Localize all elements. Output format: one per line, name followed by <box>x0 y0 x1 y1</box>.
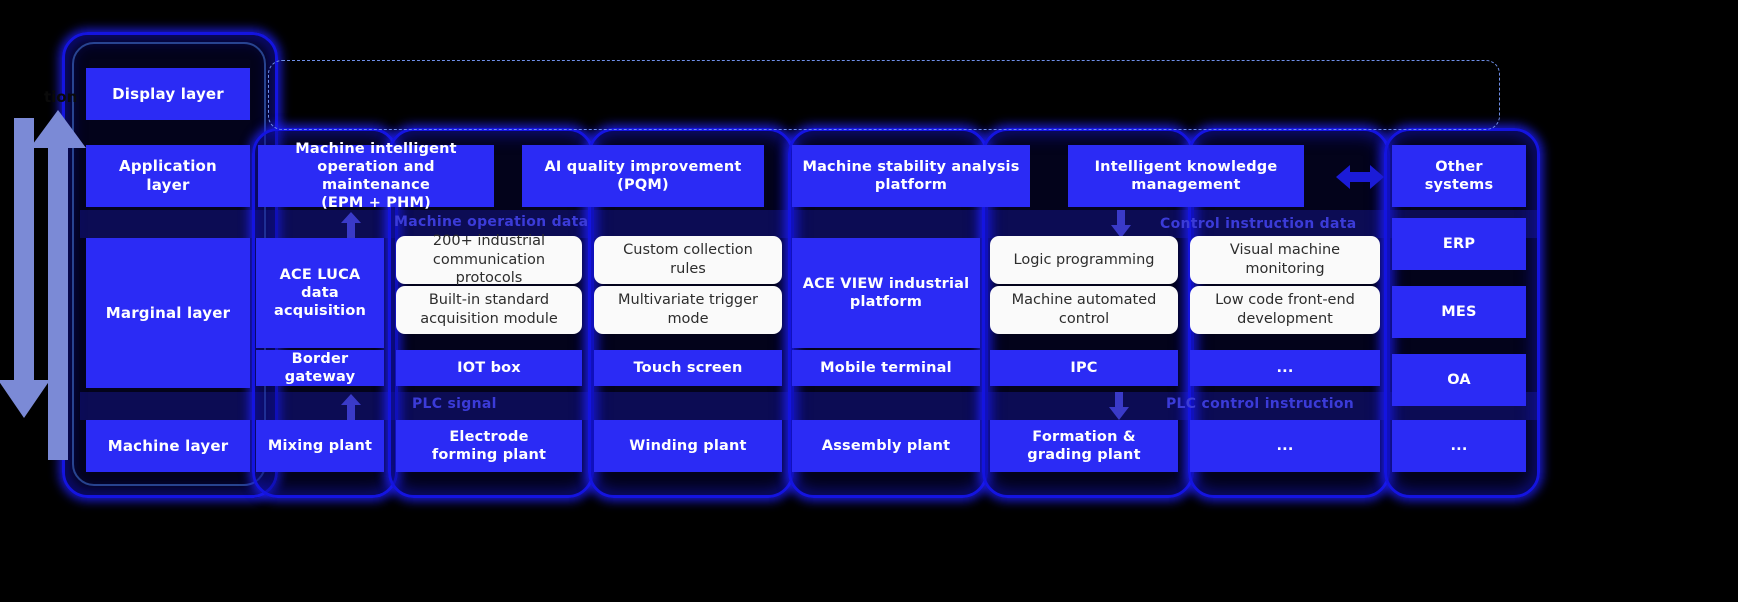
band-machine-operation-data <box>80 210 1540 238</box>
flow-up-arrow-plc-signal <box>341 394 361 420</box>
feature-left-2-line1: Built-in standard <box>428 292 550 309</box>
layer-label-display: Display layer <box>86 68 250 120</box>
feature-right-0-line1: Logic programming <box>1013 251 1155 268</box>
layer-label-application: Application layer <box>86 145 250 207</box>
feature-visual-machine-monitoring[interactable]: Visual machine monitoring <box>1190 236 1380 284</box>
app-card-0-line3: (EPM + PHM) <box>321 195 431 212</box>
app-card-2-line1: Machine stability analysis <box>802 158 1020 175</box>
feature-left-3-line1: Multivariate trigger <box>618 292 758 309</box>
ace-view-line2: platform <box>849 294 923 310</box>
feature-left-0-line1: 200+ industrial <box>432 232 546 249</box>
feature-left-3-line2: mode <box>667 311 709 327</box>
app-card-1-line1: AI quality improvement <box>544 158 742 175</box>
feature-right-2-line1: Machine automated <box>1011 292 1157 309</box>
app-card-3-line1: Intelligent knowledge <box>1094 158 1278 175</box>
enterprise-system-erp[interactable]: ERP <box>1392 218 1526 270</box>
cut-off-left-label: tion <box>44 88 78 106</box>
feature-200-industrial-protocols[interactable]: 200+ industrial communication protocols <box>396 233 582 286</box>
flow-label-control-instruction-data: Control instruction data <box>1160 216 1357 232</box>
feature-right-3-line2: development <box>1237 311 1333 327</box>
app-card-2-line2: platform <box>874 177 948 193</box>
app-card-machine-intelligent-ops[interactable]: Machine intelligent operation and mainte… <box>258 141 494 211</box>
layer-label-machine: Machine layer <box>86 420 250 472</box>
plant-electrode-forming[interactable]: Electrode forming plant <box>396 420 582 472</box>
plant-1-line2: forming plant <box>431 447 547 463</box>
flow-up-arrow-machine-operation-data <box>341 212 361 238</box>
enterprise-system-oa[interactable]: OA <box>1392 354 1526 406</box>
display-layer-scope-dashed-box <box>268 60 1500 130</box>
flow-label-machine-operation-data: Machine operation data <box>394 214 589 230</box>
enterprise-system-more[interactable]: ... <box>1392 420 1526 472</box>
plant-assembly[interactable]: Assembly plant <box>792 420 980 472</box>
bidirectional-arrow-icon <box>1336 165 1384 189</box>
device-more[interactable]: ... <box>1190 350 1380 386</box>
device-ipc[interactable]: IPC <box>990 350 1178 386</box>
app-card-intelligent-knowledge-management[interactable]: Intelligent knowledge management <box>1068 145 1304 207</box>
flow-label-plc-signal: PLC signal <box>412 396 497 412</box>
feature-multivariate-trigger-mode[interactable]: Multivariate trigger mode <box>594 286 782 334</box>
ace-luca-line2: acquisition <box>273 303 367 320</box>
plant-4-line1: Formation & <box>1032 428 1136 445</box>
ace-view-line1: ACE VIEW industrial <box>802 275 970 292</box>
device-iot-box[interactable]: IOT box <box>396 350 582 386</box>
app-card-machine-stability-analysis[interactable]: Machine stability analysis platform <box>792 145 1030 207</box>
other-systems-line1: Other <box>1435 158 1483 175</box>
feature-right-3-line1: Low code front-end <box>1215 292 1355 309</box>
flow-label-plc-control-instruction: PLC control instruction <box>1166 396 1355 412</box>
device-mobile-terminal[interactable]: Mobile terminal <box>792 350 980 386</box>
plant-mixing[interactable]: Mixing plant <box>256 420 384 472</box>
layer-label-application-line2: layer <box>146 176 190 194</box>
ace-luca-line1: ACE LUCA data <box>279 266 361 301</box>
feature-left-2-line2: acquisition module <box>420 311 558 327</box>
feature-logic-programming[interactable]: Logic programming <box>990 236 1178 284</box>
feature-right-1-line2: monitoring <box>1245 261 1325 277</box>
feature-custom-collection-rules[interactable]: Custom collection rules <box>594 236 782 284</box>
flow-down-arrow-control-instruction-data <box>1111 210 1131 238</box>
band-plc-signal <box>80 392 1540 420</box>
platform-ace-luca-data-acquisition[interactable]: ACE LUCA data acquisition <box>256 238 384 348</box>
app-card-3-line2: management <box>1131 177 1241 193</box>
feature-machine-automated-control[interactable]: Machine automated control <box>990 286 1178 334</box>
plant-formation-grading[interactable]: Formation & grading plant <box>990 420 1178 472</box>
plant-1-line1: Electrode <box>449 428 529 445</box>
plant-winding[interactable]: Winding plant <box>594 420 782 472</box>
device-border-gateway[interactable]: Border gateway <box>256 350 384 386</box>
feature-low-code-frontend-development[interactable]: Low code front-end development <box>1190 286 1380 334</box>
app-card-1-line2: (PQM) <box>617 177 669 193</box>
other-systems-line2: systems <box>1424 177 1494 193</box>
layer-label-marginal: Marginal layer <box>86 238 250 388</box>
data-up-arrow <box>30 110 86 460</box>
feature-left-1-line2: rules <box>670 261 706 277</box>
plant-4-line2: grading plant <box>1027 447 1141 463</box>
device-touch-screen[interactable]: Touch screen <box>594 350 782 386</box>
layer-label-application-line1: Application <box>119 157 217 176</box>
feature-right-2-line2: control <box>1058 311 1110 327</box>
app-card-other-systems[interactable]: Other systems <box>1392 145 1526 207</box>
platform-ace-view-industrial[interactable]: ACE VIEW industrial platform <box>792 238 980 348</box>
app-card-ai-quality-improvement[interactable]: AI quality improvement (PQM) <box>522 145 764 207</box>
feature-left-1-line1: Custom collection <box>623 242 753 259</box>
data-down-arrow <box>0 118 50 418</box>
plant-more[interactable]: ... <box>1190 420 1380 472</box>
feature-left-0-line2: communication protocols <box>432 251 546 287</box>
app-card-0-line2: operation and maintenance <box>317 158 435 193</box>
flow-down-arrow-plc-control-instruction <box>1109 392 1129 420</box>
app-card-0-line1: Machine intelligent <box>295 140 457 157</box>
enterprise-system-mes[interactable]: MES <box>1392 286 1526 338</box>
feature-builtin-standard-acquisition-module[interactable]: Built-in standard acquisition module <box>396 286 582 334</box>
feature-right-1-line1: Visual machine <box>1229 242 1341 259</box>
